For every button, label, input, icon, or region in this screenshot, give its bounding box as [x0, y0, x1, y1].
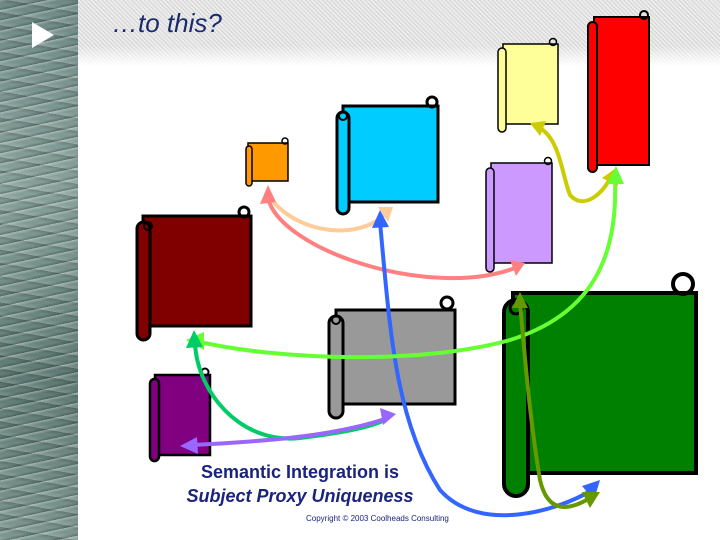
arrowhead-olive-start — [512, 292, 528, 308]
scroll-green — [502, 272, 698, 498]
arrowhead-violet-start — [380, 408, 396, 425]
scroll-cyan — [335, 95, 440, 216]
arrow-violet — [190, 416, 390, 447]
play-icon[interactable] — [32, 22, 54, 48]
arrowhead-light-green-end — [607, 166, 624, 184]
scroll-purple — [148, 367, 212, 463]
arrowhead-pink — [260, 185, 276, 204]
scroll-maroon — [135, 205, 253, 342]
caption: Semantic Integration is Subject Proxy Un… — [150, 460, 450, 508]
arrowhead-olive-end — [582, 492, 600, 508]
caption-line2: Subject Proxy Uniqueness — [186, 486, 414, 506]
slide-title: …to this? — [112, 8, 222, 38]
arrow-pink — [266, 196, 517, 281]
arrowhead-olive-yellow-start — [530, 121, 546, 136]
scroll-pale-yellow — [497, 37, 559, 133]
arrowhead-violet-end — [180, 437, 198, 454]
caption-line1: Semantic Integration is — [200, 462, 400, 482]
scroll-orange — [245, 137, 289, 187]
arrow-olive-yellow — [538, 126, 612, 204]
arrowhead-sea-green — [186, 330, 203, 348]
scroll-lavender — [485, 156, 553, 273]
arrow-blue — [378, 220, 594, 518]
scroll-red — [587, 10, 650, 173]
arrowhead-peach — [378, 207, 393, 222]
arrow-light-green — [198, 178, 618, 360]
water-background — [0, 0, 78, 540]
arrowhead-blue-start — [372, 210, 389, 228]
arrowhead-pink-end — [510, 260, 525, 276]
arrow-olive — [518, 300, 592, 509]
copyright-notice: Copyright © 2003 Coolheads Consulting — [306, 514, 449, 523]
